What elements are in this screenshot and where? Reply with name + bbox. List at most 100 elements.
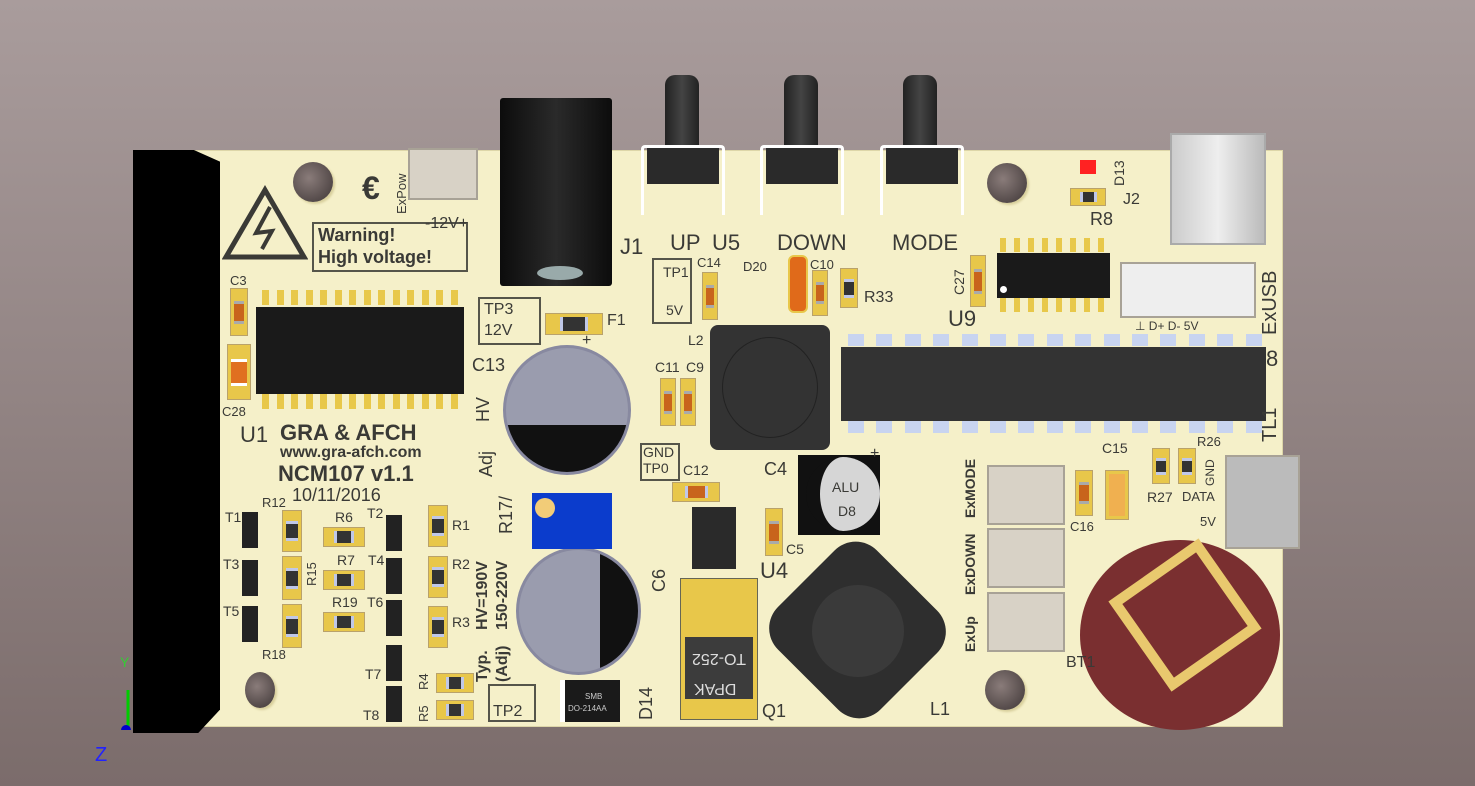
silk-label: 5V bbox=[1200, 514, 1216, 529]
diode-d20[interactable] bbox=[788, 255, 808, 313]
transistor-t1 bbox=[242, 512, 258, 548]
silk-label: R15 bbox=[304, 562, 319, 586]
up-button[interactable] bbox=[665, 75, 699, 147]
silk-label: Adj bbox=[476, 450, 496, 477]
chip-pin bbox=[933, 334, 950, 346]
silk-label: 8 bbox=[1266, 346, 1279, 371]
transistor-t5 bbox=[242, 606, 258, 642]
chip-pin bbox=[1075, 421, 1092, 433]
chip-pin bbox=[1132, 421, 1148, 433]
silk-label: R8 bbox=[1090, 209, 1114, 229]
silk-label: TP1 bbox=[663, 264, 689, 280]
resistor-r1 bbox=[428, 505, 448, 547]
resistor-r2 bbox=[428, 556, 448, 598]
d14-package: DO-214AA bbox=[568, 704, 607, 713]
chip-pin bbox=[421, 290, 429, 305]
chip-pin bbox=[1075, 334, 1092, 346]
chip-pin bbox=[305, 394, 313, 409]
silk-label: C28 bbox=[222, 404, 246, 419]
silk-label: C5 bbox=[786, 541, 804, 557]
mosfet-q1 bbox=[680, 578, 758, 720]
c4-text: D8 bbox=[838, 503, 856, 519]
chip-pin bbox=[961, 421, 978, 433]
chip-pin bbox=[1084, 238, 1090, 252]
silk-label: C27 bbox=[951, 269, 967, 295]
chip-pin bbox=[334, 290, 342, 305]
silk-label: -12V+ bbox=[425, 215, 469, 232]
down-label: DOWN bbox=[777, 230, 847, 255]
silk-label: ExUSB bbox=[1259, 270, 1281, 335]
silk-label: R7 bbox=[337, 552, 355, 568]
mode-button-body[interactable] bbox=[880, 145, 964, 215]
silk-label: 12V bbox=[484, 322, 513, 339]
chip-pin bbox=[1014, 238, 1020, 252]
silk-label: C14 bbox=[697, 255, 721, 270]
capacitor-c16 bbox=[1075, 470, 1093, 516]
resistor-r19 bbox=[323, 612, 365, 632]
axis-gizmo-icon[interactable] bbox=[90, 650, 150, 730]
silk-label: U1 bbox=[240, 422, 269, 447]
potentiometer-screw[interactable] bbox=[535, 498, 555, 518]
chip-pin bbox=[421, 394, 429, 409]
silk-label: C11 bbox=[655, 359, 680, 375]
capacitor-c13 bbox=[503, 345, 631, 475]
soic-chip bbox=[997, 253, 1110, 298]
chip-pin bbox=[1245, 421, 1262, 433]
dc-jack-pin bbox=[537, 266, 583, 280]
capacitor-c27 bbox=[970, 255, 986, 307]
c4-text: ALU bbox=[832, 479, 860, 495]
warning-text: High voltage! bbox=[318, 247, 433, 267]
chip-pin bbox=[990, 421, 1006, 433]
silk-label: J1 bbox=[620, 234, 644, 259]
chip-pin bbox=[876, 334, 893, 346]
silk-label: ExPow bbox=[394, 173, 409, 214]
chip-pin bbox=[933, 421, 950, 433]
exmode-connector bbox=[987, 465, 1065, 525]
silk-label: TP2 bbox=[493, 703, 523, 720]
chip-pin bbox=[320, 290, 327, 305]
mounting-hole bbox=[293, 162, 333, 202]
down-button[interactable] bbox=[784, 75, 818, 147]
chip-pin bbox=[334, 394, 342, 409]
capacitor-c14 bbox=[702, 272, 718, 320]
silk-label: C6 bbox=[649, 568, 669, 592]
expow-connector bbox=[408, 148, 478, 200]
resistor-r5 bbox=[436, 700, 474, 720]
capacitor-c6 bbox=[516, 547, 641, 675]
resistor-r6 bbox=[323, 527, 365, 547]
mode-button[interactable] bbox=[903, 75, 937, 147]
chip-pin bbox=[305, 290, 313, 305]
down-button-body[interactable] bbox=[760, 145, 844, 215]
silk-label: TP0 bbox=[643, 460, 669, 476]
silk-label: D20 bbox=[743, 259, 767, 274]
transistor-t4 bbox=[386, 558, 402, 594]
exdown-connector bbox=[987, 528, 1065, 588]
chip-pin bbox=[291, 394, 298, 409]
chip-pin bbox=[392, 394, 400, 409]
tl1-connector bbox=[1225, 455, 1300, 549]
silk-label: 5V bbox=[666, 302, 684, 318]
fuse-f1 bbox=[545, 313, 603, 335]
silk-label: C16 bbox=[1070, 519, 1094, 534]
inductor-l1-core bbox=[812, 585, 904, 677]
silk-label: + bbox=[582, 332, 592, 349]
usb-connector-j2[interactable] bbox=[1170, 133, 1266, 245]
silk-label: HV bbox=[473, 396, 493, 422]
silk-label: F1 bbox=[607, 312, 626, 329]
url-text: www.gra-afch.com bbox=[280, 444, 422, 461]
silk-label: C4 bbox=[764, 459, 788, 479]
model-text: NCM107 v1.1 bbox=[278, 461, 414, 486]
chip-pin bbox=[1098, 298, 1104, 312]
heatsink bbox=[133, 150, 220, 733]
silk-label: DATA bbox=[1182, 489, 1215, 504]
silk-label: R3 bbox=[452, 614, 470, 630]
silk-label: R19 bbox=[332, 594, 358, 610]
chip-pin bbox=[1188, 421, 1205, 433]
resistor-r15 bbox=[282, 556, 302, 600]
q1-package: TO-252 bbox=[692, 650, 746, 667]
up-button-body[interactable] bbox=[641, 145, 725, 215]
chip-pin bbox=[1000, 298, 1006, 312]
capacitor-c3 bbox=[230, 288, 248, 336]
axis-label-y: Y bbox=[120, 654, 130, 670]
chip-pin bbox=[1160, 421, 1177, 433]
